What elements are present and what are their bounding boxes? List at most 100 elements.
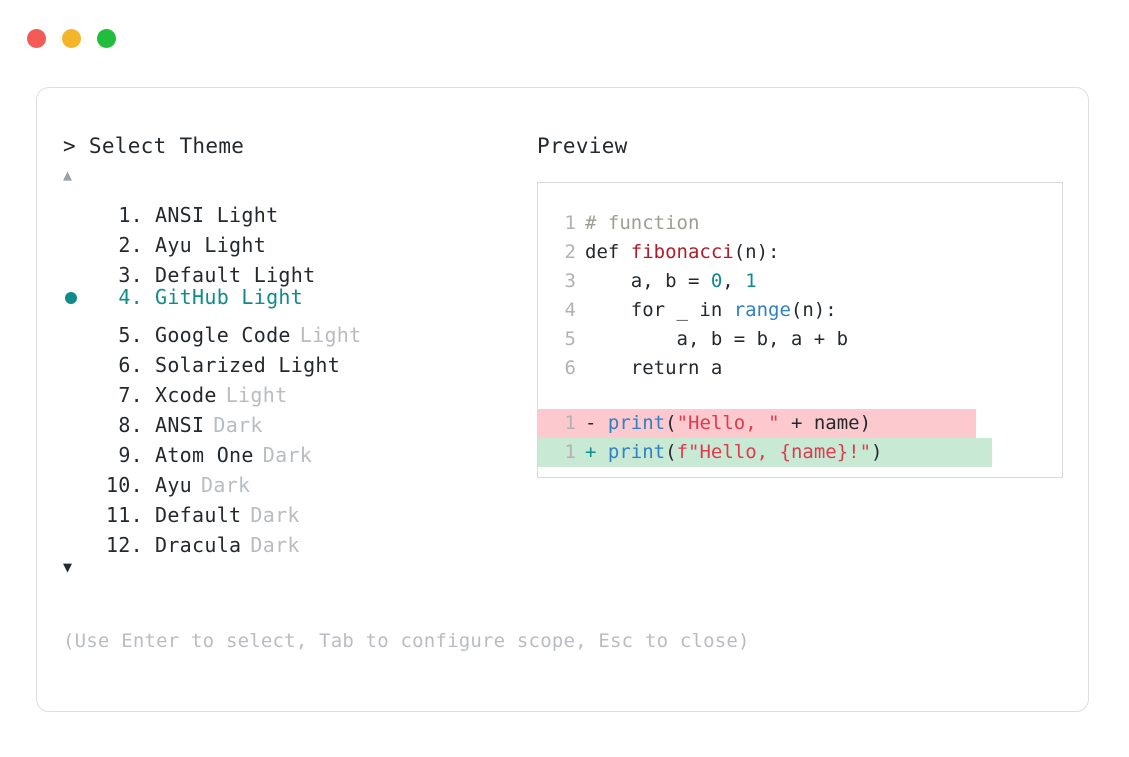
theme-item-variant-badge: Light bbox=[299, 323, 362, 347]
code-token-comment: # function bbox=[585, 212, 700, 234]
theme-list-item[interactable]: 8. ANSI Dark bbox=[63, 402, 533, 437]
theme-item-label: Dracula bbox=[155, 533, 242, 557]
diff-minus-sign: - bbox=[585, 412, 597, 434]
theme-list-item[interactable]: 7. Xcode Light bbox=[63, 372, 533, 407]
diff-line-number: 1 bbox=[564, 412, 576, 434]
selection-bullet-cell bbox=[63, 432, 99, 462]
scroll-down-icon[interactable]: ▼ bbox=[63, 558, 73, 576]
theme-item-variant-badge: Dark bbox=[262, 443, 313, 467]
diff-line-text: - print("Hello, " + name) bbox=[585, 412, 872, 434]
selection-bullet-cell bbox=[63, 312, 99, 342]
selection-bullet-cell bbox=[63, 462, 99, 492]
selected-bullet-icon bbox=[65, 292, 77, 304]
code-line-number: 2 bbox=[564, 241, 576, 263]
selection-bullet-cell bbox=[63, 402, 99, 432]
scroll-up-icon[interactable]: ▲ bbox=[63, 166, 73, 184]
code-token-function: fibonacci bbox=[630, 241, 734, 263]
theme-item-label: Ayu Light bbox=[155, 233, 267, 257]
selection-bullet-cell bbox=[63, 283, 99, 313]
theme-item-label: ANSI bbox=[155, 413, 205, 437]
code-token-string: "Hello, " bbox=[676, 412, 780, 434]
window-controls bbox=[27, 29, 116, 48]
selection-bullet-cell bbox=[63, 192, 99, 222]
selection-bullet-cell bbox=[63, 492, 99, 522]
theme-item-index: 1. bbox=[118, 203, 143, 227]
theme-item-index: 6. bbox=[118, 353, 143, 377]
code-line-text: a, b = b, a + b bbox=[585, 328, 849, 350]
diff-sample: 1 - print("Hello, " + name) 1 + print(f"Hel… bbox=[538, 409, 1062, 467]
diff-line-added: 1 + print(f"Hello, {name}!") bbox=[538, 438, 992, 467]
selection-bullet-cell bbox=[63, 372, 99, 402]
code-line-number: 1 bbox=[564, 212, 576, 234]
code-line: 1 # function bbox=[538, 209, 1062, 238]
theme-list-item[interactable]: 3. Default Light bbox=[63, 252, 533, 287]
theme-item-label: Default bbox=[155, 503, 242, 527]
theme-item-index: 4. bbox=[118, 285, 143, 309]
code-line: 4 for _ in range(n): bbox=[538, 296, 1062, 325]
selection-bullet-cell bbox=[63, 222, 99, 252]
selection-bullet-cell bbox=[63, 252, 99, 282]
code-line-number: 3 bbox=[564, 270, 576, 292]
minimize-button-icon[interactable] bbox=[62, 29, 81, 48]
diff-line-number: 1 bbox=[564, 441, 576, 463]
code-token-number: 1 bbox=[745, 270, 757, 292]
theme-item-variant-badge: Dark bbox=[213, 413, 263, 437]
theme-item-label: Atom One bbox=[155, 443, 254, 467]
code-line-number: 6 bbox=[564, 357, 576, 379]
preview-title: Preview bbox=[537, 134, 628, 158]
close-button-icon[interactable] bbox=[27, 29, 46, 48]
theme-list-item[interactable]: 6. Solarized Light bbox=[63, 342, 533, 377]
theme-list-item[interactable]: 11. Default Dark bbox=[63, 492, 533, 527]
theme-item-label: Google Code bbox=[155, 323, 291, 347]
code-line: 3 a, b = 0, 1 bbox=[538, 267, 1062, 296]
diff-line-removed: 1 - print("Hello, " + name) bbox=[538, 409, 976, 438]
code-token-builtin: range bbox=[733, 299, 791, 321]
theme-list-item[interactable]: 2. Ayu Light bbox=[63, 222, 533, 257]
theme-item-variant-badge: Dark bbox=[250, 533, 300, 557]
theme-item-label: Default Light bbox=[155, 263, 316, 287]
code-line: 6 return a bbox=[538, 354, 1062, 383]
code-line-number: 5 bbox=[564, 328, 576, 350]
theme-item-index: 11. bbox=[105, 503, 143, 527]
code-token-number: 0 bbox=[710, 270, 723, 292]
theme-item-variant-badge: Light bbox=[225, 383, 288, 407]
diff-plus-sign: + bbox=[585, 441, 597, 463]
keyboard-hint: (Use Enter to select, Tab to configure s… bbox=[63, 630, 750, 652]
theme-item-label: Xcode bbox=[155, 383, 217, 407]
theme-item-variant-badge: Dark bbox=[250, 503, 300, 527]
theme-item-index: 10. bbox=[105, 473, 143, 497]
theme-item-index: 3. bbox=[118, 263, 143, 287]
theme-item-label: Solarized Light bbox=[155, 353, 341, 377]
theme-list-item[interactable]: 1.ANSI Light bbox=[63, 192, 533, 227]
theme-list-item[interactable]: 5. Google Code Light bbox=[63, 312, 533, 347]
theme-item-index: 2. bbox=[118, 233, 143, 257]
theme-item-variant-badge: Dark bbox=[201, 473, 251, 497]
code-spacer bbox=[538, 383, 1062, 409]
theme-list-item[interactable]: 9. Atom One Dark bbox=[63, 432, 533, 467]
theme-item-index: 7. bbox=[118, 383, 143, 407]
code-line-text: return a bbox=[585, 357, 723, 379]
theme-item-index: 9. bbox=[118, 443, 143, 467]
theme-item-index: 8. bbox=[118, 413, 143, 437]
code-line-text: a, b = 0, 1 bbox=[585, 270, 757, 292]
theme-list-item[interactable]: 12. Dracula Dark bbox=[63, 522, 533, 557]
diff-line-text: + print(f"Hello, {name}!") bbox=[585, 441, 883, 463]
page-title: > Select Theme bbox=[63, 134, 245, 158]
selection-bullet-cell bbox=[63, 342, 99, 372]
theme-item-index: 5. bbox=[118, 323, 143, 347]
theme-item-index: 12. bbox=[105, 533, 143, 557]
theme-list-item[interactable]: 4. GitHub Light bbox=[63, 282, 533, 312]
theme-item-label: GitHub Light bbox=[155, 285, 304, 309]
code-line: 5 a, b = b, a + b bbox=[538, 325, 1062, 354]
code-token-keyword: def bbox=[585, 241, 620, 263]
maximize-button-icon[interactable] bbox=[97, 29, 116, 48]
code-line-text: # function bbox=[585, 209, 699, 238]
